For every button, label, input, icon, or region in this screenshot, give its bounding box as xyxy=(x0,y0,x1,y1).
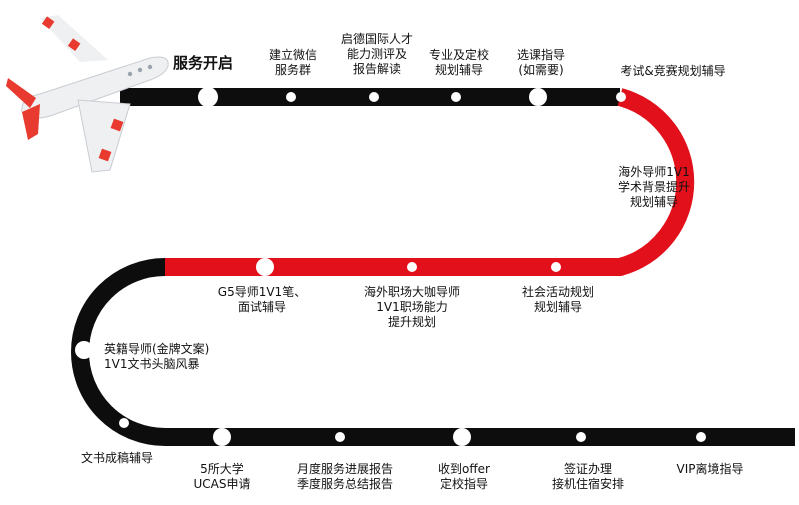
milestone-label-course: 选课指导 (如需要) xyxy=(516,48,565,77)
milestone-node-g5 xyxy=(256,258,274,276)
milestone-label-visa: 签证办理 接机住宿安排 xyxy=(551,462,624,491)
milestone-label-vip: VIP离境指导 xyxy=(676,462,744,476)
milestone-node-start xyxy=(198,87,218,107)
milestone-label-exam: 考试&竞赛规划辅导 xyxy=(620,64,726,78)
milestone-label-offer: 收到offer 定校指导 xyxy=(438,462,490,491)
service-start-title: 服务开启 xyxy=(173,54,234,72)
milestone-node-essay xyxy=(119,418,129,428)
milestone-node-wechat xyxy=(286,92,296,102)
milestone-node-ability xyxy=(369,92,379,102)
milestone-node-major xyxy=(451,92,461,102)
milestone-label-essay: 文书成稿辅导 xyxy=(80,451,153,465)
milestone-label-wechat: 建立微信 服务群 xyxy=(268,48,317,77)
milestone-node-social xyxy=(551,262,561,272)
milestone-label-social: 社会活动规划 规划辅导 xyxy=(521,285,594,314)
milestone-label-uk_mentor: 英籍导师(金牌文案) 1V1文书头脑风暴 xyxy=(104,342,210,371)
milestone-label-report: 月度服务进展报告 季度服务总结报告 xyxy=(296,462,393,491)
milestone-node-ucas xyxy=(213,428,231,446)
milestone-label-major: 专业及定校 规划辅导 xyxy=(428,48,489,77)
milestone-node-visa xyxy=(576,432,586,442)
milestone-label-career: 海外职场大咖导师 1V1职场能力 提升规划 xyxy=(363,285,460,329)
milestone-node-overseas xyxy=(702,184,712,194)
milestone-label-g5: G5导师1V1笔、 面试辅导 xyxy=(217,285,307,314)
milestone-label-ucas: 5所大学 UCAS申请 xyxy=(193,462,251,491)
milestone-node-report xyxy=(335,432,345,442)
milestone-node-career xyxy=(407,262,417,272)
milestone-node-vip xyxy=(696,432,706,442)
milestone-node-offer xyxy=(453,428,471,446)
milestone-node-exam xyxy=(616,92,626,102)
milestone-node-course xyxy=(529,88,547,106)
airplane-icon xyxy=(6,15,169,173)
milestone-label-overseas: 海外导师1V1 学术背景提升 规划辅导 xyxy=(617,165,690,209)
milestone-label-ability: 启德国际人才 能力测评及 报告解读 xyxy=(340,32,413,76)
track-segment-highlight xyxy=(165,88,695,276)
milestone-node-uk_mentor xyxy=(75,341,93,359)
